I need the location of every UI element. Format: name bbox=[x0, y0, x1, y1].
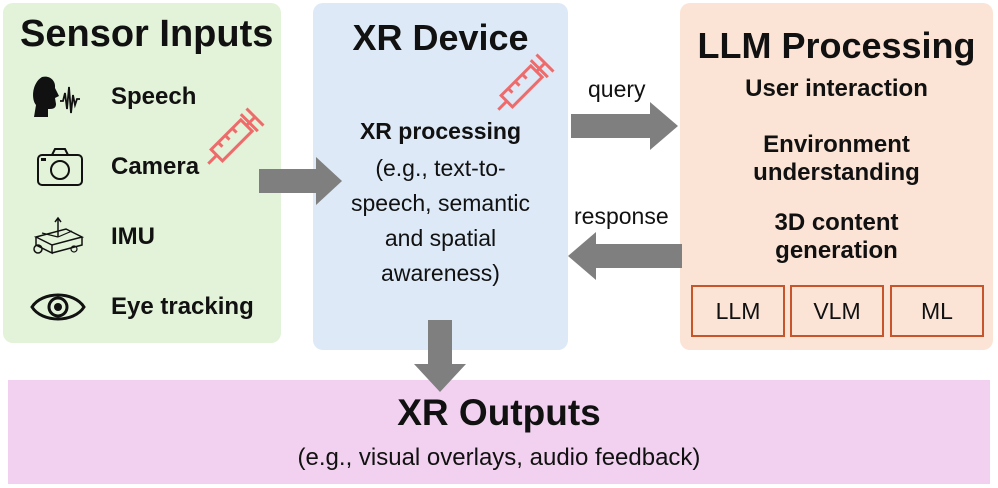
model-box-ml: ML bbox=[890, 285, 984, 337]
xr-outputs-subtitle: (e.g., visual overlays, audio feedback) bbox=[297, 444, 701, 471]
xr-description-line: and spatial bbox=[384, 225, 497, 251]
sensor-item-camera: Camera bbox=[28, 145, 199, 189]
llm-item-line: generation bbox=[775, 237, 898, 264]
llm-processing-panel: LLM Processing User interaction Environm… bbox=[680, 3, 993, 350]
arrow-query bbox=[571, 102, 678, 150]
llm-item-line: User interaction bbox=[745, 75, 928, 102]
llm-item-environment-understanding: Environment understanding bbox=[680, 131, 993, 187]
sensor-label-imu: IMU bbox=[111, 223, 155, 250]
llm-processing-title: LLM Processing bbox=[697, 25, 976, 66]
llm-item-line: understanding bbox=[753, 159, 920, 186]
model-box-llm: LLM bbox=[691, 285, 785, 337]
sensor-inputs-panel: Sensor Inputs Speech Camera IMU bbox=[3, 3, 281, 343]
xr-outputs-title: XR Outputs bbox=[397, 392, 601, 433]
sensor-label-eye-tracking: Eye tracking bbox=[111, 293, 254, 320]
xr-processing-heading: XR processing bbox=[359, 118, 522, 144]
response-arrow-label: response bbox=[574, 203, 669, 229]
eye-icon bbox=[30, 293, 86, 321]
xr-outputs-panel: XR Outputs (e.g., visual overlays, audio… bbox=[8, 380, 990, 484]
sensor-item-imu: IMU bbox=[28, 215, 155, 259]
xr-device-panel: XR Device XR processing (e.g., text-to- … bbox=[313, 3, 568, 350]
llm-item-line: Environment bbox=[763, 131, 910, 158]
sensor-item-eye-tracking: Eye tracking bbox=[28, 285, 254, 329]
sensor-inputs-title: Sensor Inputs bbox=[20, 13, 274, 55]
sensor-item-speech: Speech bbox=[28, 75, 196, 119]
speaking-head-icon bbox=[33, 76, 80, 117]
query-arrow-label: query bbox=[588, 76, 646, 102]
xr-description-line: speech, semantic bbox=[351, 190, 530, 216]
xr-description-line: (e.g., text-to- bbox=[375, 155, 506, 181]
sensor-label-speech: Speech bbox=[111, 83, 197, 110]
arrow-response bbox=[568, 232, 682, 280]
llm-item-line: 3D content bbox=[774, 209, 899, 236]
xr-processing-description: (e.g., text-to- speech, semantic and spa… bbox=[313, 151, 568, 291]
camera-icon bbox=[37, 148, 83, 186]
xr-device-title: XR Device bbox=[352, 17, 529, 58]
sensor-label-camera: Camera bbox=[111, 153, 200, 180]
model-box-vlm: VLM bbox=[790, 285, 884, 337]
imu-sensor-icon bbox=[33, 216, 85, 255]
llm-item-3d-content-generation: 3D content generation bbox=[680, 209, 993, 265]
llm-item-user-interaction: User interaction bbox=[680, 75, 993, 103]
xr-description-line: awareness) bbox=[381, 260, 500, 286]
